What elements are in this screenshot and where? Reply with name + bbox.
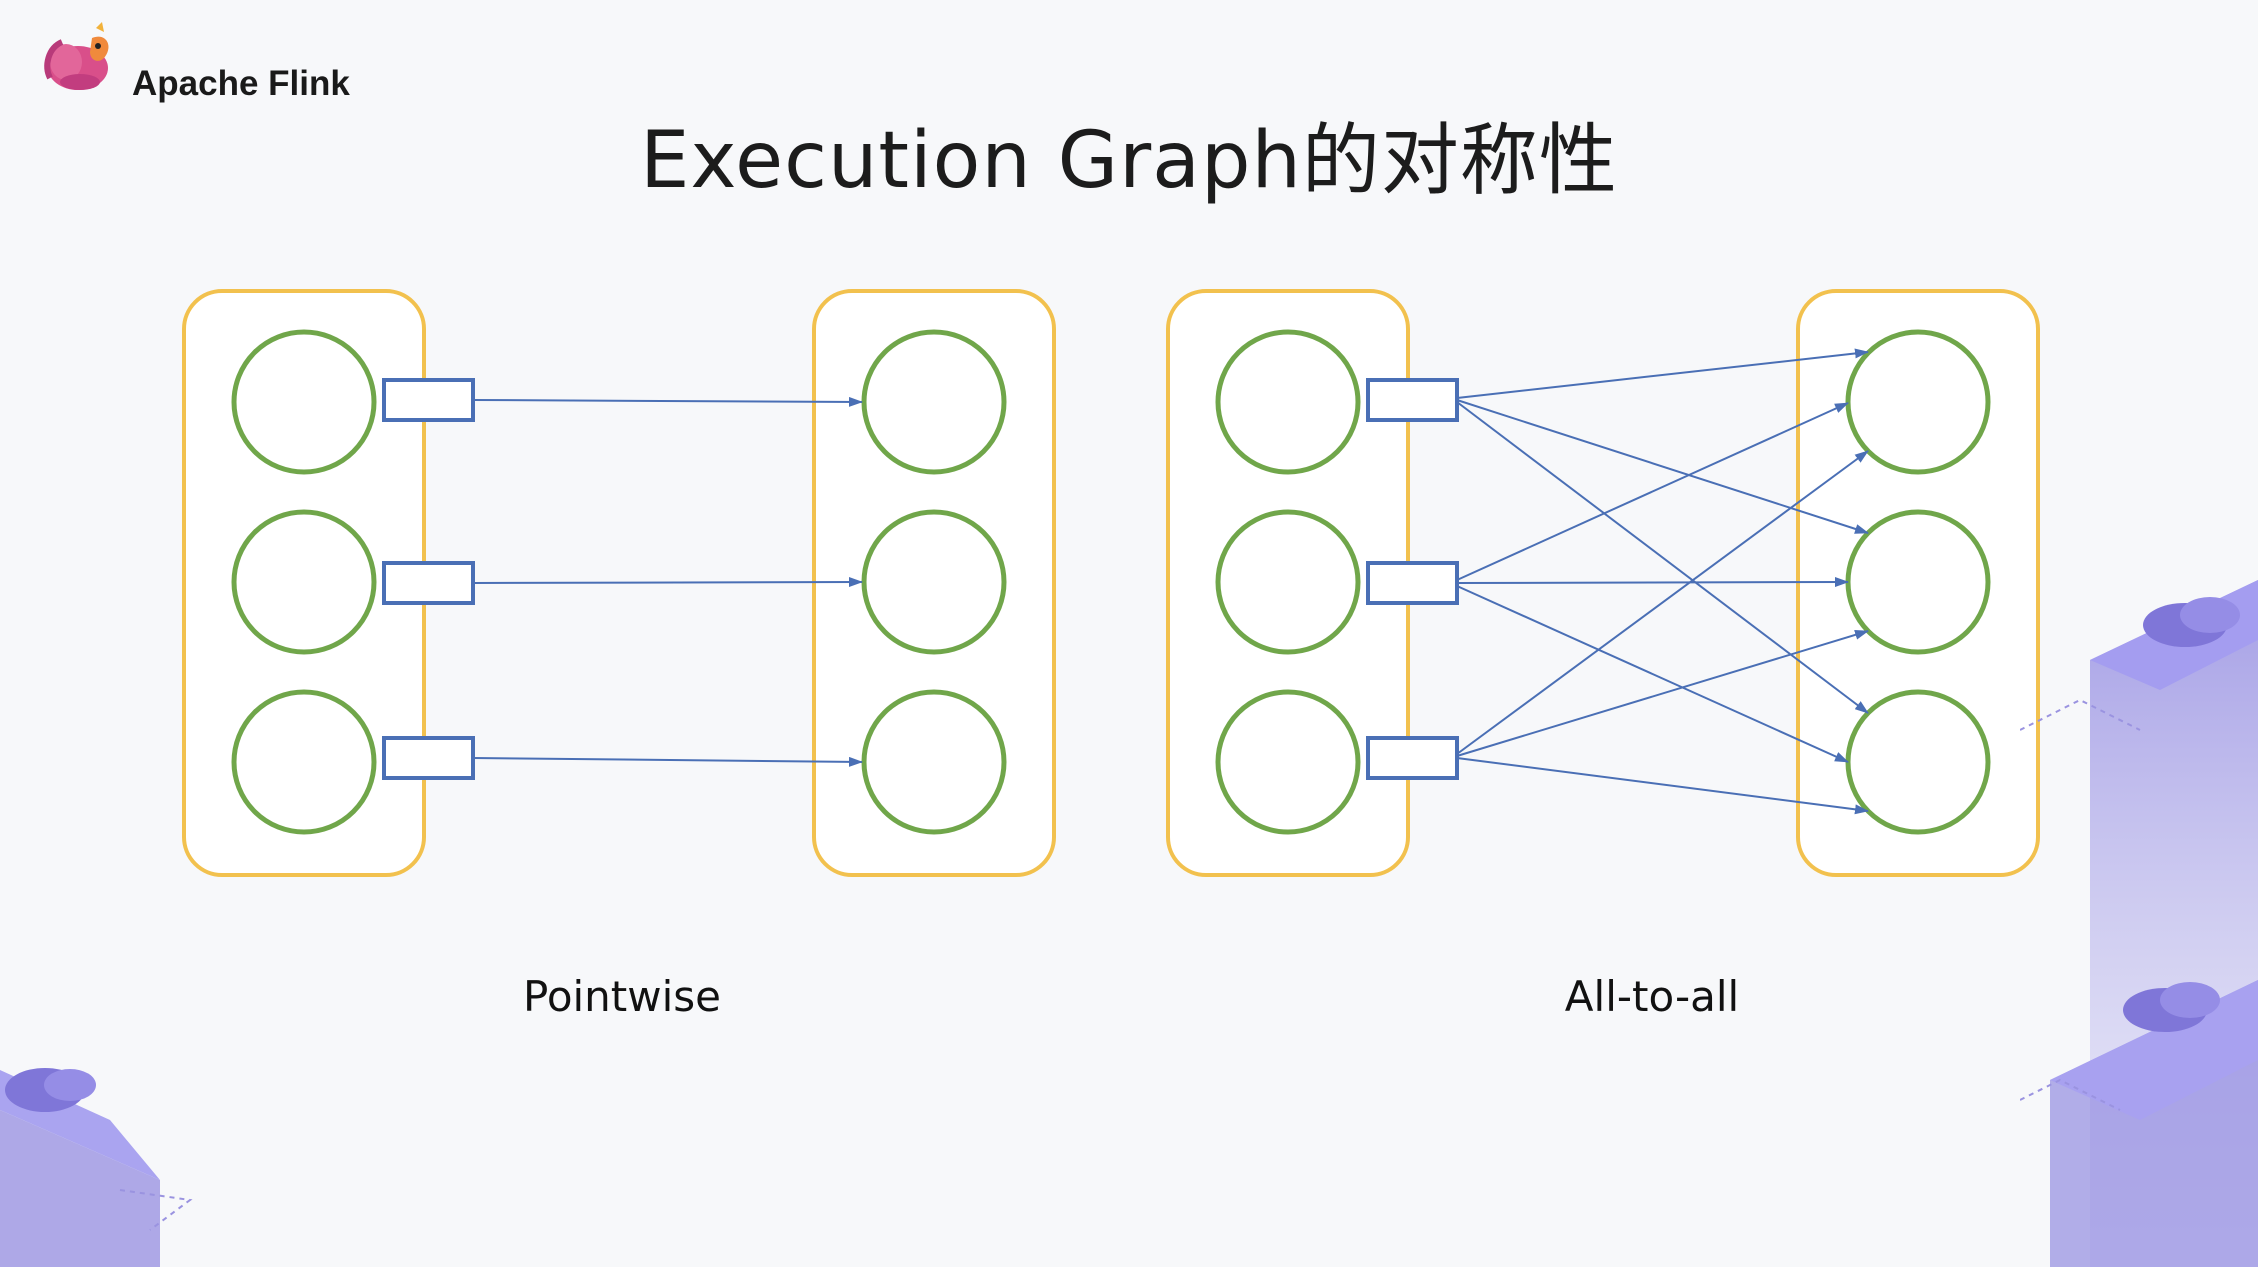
- result-partition: [1366, 736, 1459, 780]
- brand-logo: Apache Flink: [40, 18, 420, 118]
- result-partition: [382, 561, 475, 605]
- page-title: Execution Graph的对称性: [640, 116, 1618, 206]
- upstream-subtask: [231, 689, 377, 835]
- downstream-subtask: [1845, 689, 1991, 835]
- result-partition: [1366, 378, 1459, 422]
- result-partition: [382, 378, 475, 422]
- data-edge: [1456, 757, 1869, 815]
- brand-name: Apache Flink: [132, 64, 350, 103]
- all-to-all-diagram: [1166, 289, 2040, 877]
- downstream-subtask: [861, 509, 1007, 655]
- data-edge: [1456, 348, 1869, 399]
- data-edge: [1456, 577, 1849, 588]
- upstream-subtask: [1215, 689, 1361, 835]
- data-edge: [1456, 402, 1849, 581]
- upstream-subtask: [231, 329, 377, 475]
- data-edge: [1456, 401, 1869, 714]
- upstream-subtask: [1215, 509, 1361, 655]
- pointwise-diagram: [182, 289, 1056, 877]
- data-edge: [1456, 585, 1849, 763]
- cloud-server-decoration: [2020, 580, 2258, 1267]
- downstream-subtask: [1845, 329, 1991, 475]
- downstream-subtask: [861, 329, 1007, 475]
- flink-squirrel-icon: [44, 22, 109, 90]
- data-edge: [1456, 399, 1869, 534]
- data-edge: [472, 577, 863, 588]
- downstream-subtask: [1845, 509, 1991, 655]
- downstream-subtask: [861, 689, 1007, 835]
- result-partition: [1366, 561, 1459, 605]
- data-edge: [472, 756, 863, 767]
- data-edge: [1456, 629, 1869, 757]
- all-to-all-caption: All-to-all: [1564, 972, 1740, 1021]
- cloud-server-decoration: [0, 1068, 193, 1267]
- pointwise-caption: Pointwise: [522, 972, 722, 1021]
- upstream-subtask: [1215, 329, 1361, 475]
- result-partition: [382, 736, 475, 780]
- upstream-subtask: [231, 509, 377, 655]
- data-edge: [1456, 450, 1869, 755]
- data-edge: [472, 396, 863, 407]
